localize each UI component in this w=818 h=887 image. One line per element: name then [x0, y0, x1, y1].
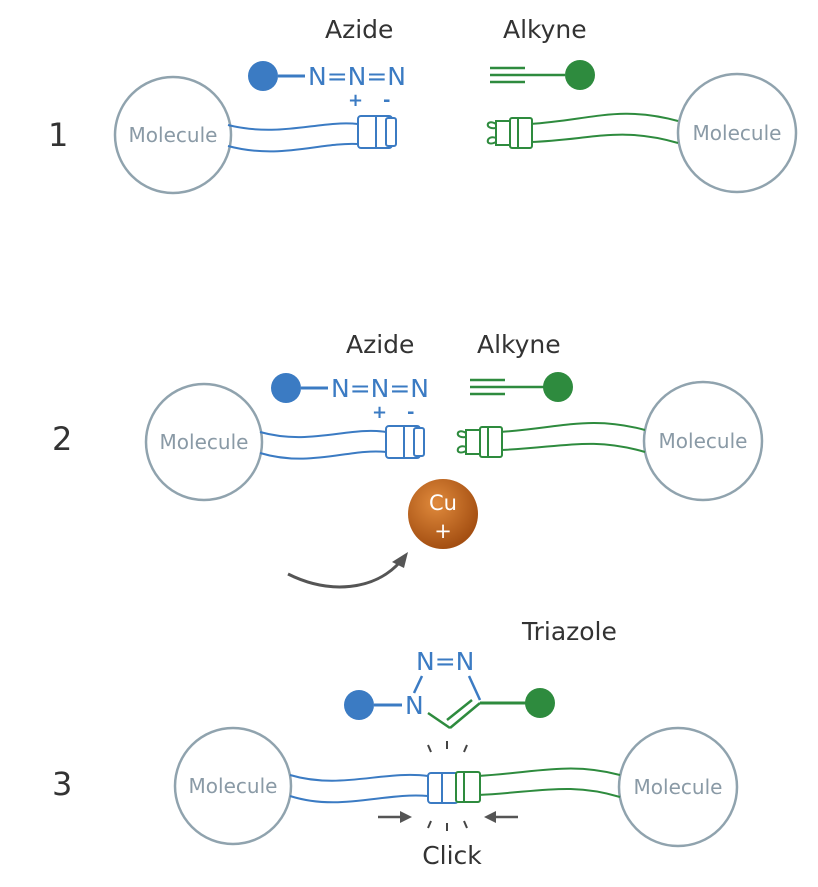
molecule-label: Molecule — [129, 123, 218, 147]
azide-group-dot — [271, 373, 301, 403]
azide-group-dot — [344, 690, 374, 720]
azide-tether — [289, 772, 459, 804]
copper-catalyst: Cu + — [408, 479, 478, 549]
azide-minus-charge: - — [383, 90, 390, 111]
azide-plus-charge: + — [372, 402, 387, 423]
azide-group-dot — [248, 61, 278, 91]
step-number: 2 — [52, 420, 72, 458]
azide-tether — [227, 115, 397, 153]
step-number: 3 — [52, 765, 72, 803]
step-number: 1 — [48, 116, 68, 154]
click-label: Click — [422, 841, 482, 870]
triazole-nn: N=N — [416, 647, 474, 676]
click-burst-icon — [427, 741, 468, 831]
arrow-left-icon — [484, 811, 518, 823]
arrow-right-icon — [378, 811, 412, 823]
molecule-label: Molecule — [160, 430, 249, 454]
alkyne-label: Alkyne — [477, 330, 561, 359]
triazole-nitrogen: N — [405, 691, 424, 720]
azide-tether — [259, 425, 425, 460]
azide-formula: N=N=N — [308, 62, 406, 91]
left-molecule: Molecule — [173, 726, 293, 846]
catalyst-symbol: Cu — [429, 491, 457, 515]
azide-symbol: N=N=N + - — [271, 373, 429, 423]
catalyst-charge: + — [434, 519, 452, 543]
alkyne-group-dot — [565, 60, 595, 90]
alkyne-tether — [455, 767, 621, 803]
left-molecule: Molecule — [144, 382, 264, 502]
alkyne-tether — [486, 112, 679, 149]
right-molecule: Molecule — [617, 726, 739, 848]
azide-label: Azide — [346, 330, 414, 359]
azide-label: Azide — [325, 15, 393, 44]
left-molecule: Molecule — [113, 75, 233, 195]
alkyne-symbol — [490, 60, 595, 90]
azide-symbol: N=N=N + - — [248, 61, 406, 111]
right-molecule: Molecule — [642, 380, 764, 502]
step-1: 1 Azide Alkyne N=N=N + - Molecule — [48, 15, 798, 195]
triazole-label: Triazole — [521, 617, 617, 646]
molecule-label: Molecule — [634, 775, 723, 799]
azide-plus-charge: + — [348, 90, 363, 111]
step-2: 2 Azide Alkyne N=N=N + - Molecule — [52, 330, 764, 589]
azide-formula: N=N=N — [331, 374, 429, 403]
alkyne-tether — [456, 422, 646, 458]
molecule-label: Molecule — [659, 429, 748, 453]
right-molecule: Molecule — [676, 72, 798, 194]
alkyne-group-dot — [543, 372, 573, 402]
step-3: 3 Triazole N N=N Molecule — [52, 617, 739, 870]
azide-minus-charge: - — [407, 402, 414, 423]
alkyne-group-dot — [525, 688, 555, 718]
triazole-structure: N N=N — [344, 647, 555, 730]
curved-arrow-icon — [287, 552, 408, 589]
alkyne-symbol — [470, 372, 573, 402]
molecule-label: Molecule — [189, 774, 278, 798]
molecule-label: Molecule — [693, 121, 782, 145]
alkyne-label: Alkyne — [503, 15, 587, 44]
